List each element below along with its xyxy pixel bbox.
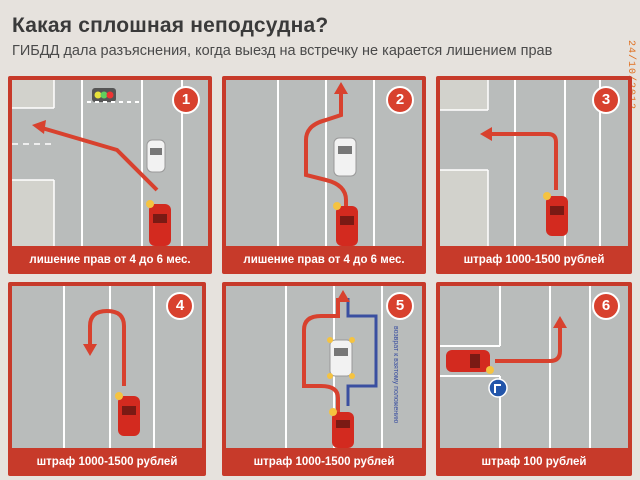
traffic-light-icon — [92, 88, 116, 102]
panel-number-badge: 1 — [172, 86, 200, 114]
car-icon — [146, 200, 171, 246]
panel-caption: штраф 1000-1500 рублей — [36, 456, 178, 468]
panel-5-side-text: возврат к взятому положению — [392, 326, 399, 423]
car-icon — [146, 139, 166, 173]
panel-number-badge: 6 — [592, 292, 620, 320]
panel-caption: штраф 100 рублей — [481, 456, 587, 468]
panel-number-badge: 3 — [592, 86, 620, 114]
arrow-icon — [32, 120, 46, 134]
arrow-icon — [553, 316, 567, 328]
panel-caption: штраф 1000-1500 рублей — [253, 456, 395, 468]
arrow-icon — [83, 344, 97, 356]
car-icon — [543, 192, 568, 236]
car-icon — [333, 137, 357, 177]
panel-1: 1 лишение прав от 4 до 6 мес. — [8, 76, 212, 274]
panel-6: 6 штраф 100 рублей — [436, 282, 632, 476]
panel-5: возврат к взятому положению 5 штраф 1000… — [222, 282, 426, 476]
panel-number-badge: 5 — [386, 292, 414, 320]
panel-number-badge: 2 — [386, 86, 414, 114]
car-icon — [329, 408, 354, 448]
panel-3: 3 штраф 1000-1500 рублей — [436, 76, 632, 274]
arrow-icon — [334, 82, 348, 94]
page-title: Какая сплошная неподсудна? — [12, 14, 329, 37]
panel-4: 4 штраф 1000-1500 рублей — [8, 282, 206, 476]
car-icon — [446, 350, 494, 374]
panel-caption: лишение прав от 4 до 6 мес. — [243, 254, 405, 266]
panel-caption: штраф 1000-1500 рублей — [463, 254, 605, 266]
panel-caption: лишение прав от 4 до 6 мес. — [29, 254, 191, 266]
panel-number-badge: 4 — [166, 292, 194, 320]
date-stamp: 24/10/2012 — [625, 40, 636, 111]
page-subtitle: ГИБДД дала разъяснения, когда выезд на в… — [12, 43, 553, 59]
arrow-icon — [480, 127, 492, 141]
car-icon — [115, 392, 140, 436]
panel-2: 2 лишение прав от 4 до 6 мес. — [222, 76, 426, 274]
car-icon — [327, 337, 355, 379]
car-icon — [333, 202, 358, 246]
arrow-icon — [336, 290, 350, 302]
turn-sign-icon — [488, 378, 508, 398]
